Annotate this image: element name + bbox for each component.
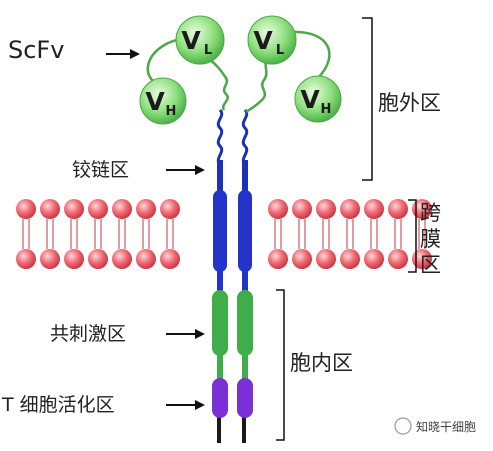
left-vh-letter: V xyxy=(145,87,165,116)
lipid-head-bead xyxy=(112,199,132,219)
right-vl-stalk-linker xyxy=(245,57,270,114)
lipid-head-bead xyxy=(364,199,384,219)
lipid-head-bead xyxy=(88,199,108,219)
scfv-arrow xyxy=(106,49,140,59)
lipid-head-bead xyxy=(88,249,108,269)
t-cell-activation-arrow xyxy=(166,400,205,410)
transmembrane-label-1: 跨 xyxy=(420,201,441,225)
lipid-head-bead xyxy=(316,199,336,219)
lipid-head-bead xyxy=(160,249,180,269)
right-hinge-wavy-linker xyxy=(241,108,249,166)
t-cell-activation-label: T 细胞活化区 xyxy=(1,394,115,416)
hinge-label: 铰链区 xyxy=(72,159,129,181)
lipid-head-bead xyxy=(388,199,408,219)
right-activation-domain xyxy=(237,378,253,418)
lipid-head-bead xyxy=(340,249,360,269)
right-hinge-stalk xyxy=(242,160,248,194)
right-tm-to-costim-link xyxy=(242,270,248,292)
intracellular-label: 胞内区 xyxy=(290,351,353,375)
right-transmembrane-domain xyxy=(238,190,252,272)
lipid-head-bead xyxy=(160,199,180,219)
extracellular-bracket xyxy=(362,17,373,181)
hinge-arrow xyxy=(166,165,205,175)
watermark-text: 知晓干细胞 xyxy=(416,420,476,434)
lipid-head-bead xyxy=(364,249,384,269)
extracellular-label: 胞外区 xyxy=(378,91,441,115)
left-vl-letter: V xyxy=(181,26,201,55)
left-vl-subscript: L xyxy=(204,43,212,58)
transmembrane-label-2: 膜 xyxy=(420,227,441,251)
right-vl-domain: V L xyxy=(247,15,297,65)
lipid-head-bead xyxy=(412,249,432,269)
transmembrane-bracket xyxy=(408,199,417,273)
left-costimulatory-domain xyxy=(212,290,228,356)
left-vl-domain: V L xyxy=(175,15,225,65)
left-tm-to-costim-link xyxy=(217,270,223,292)
left-activation-domain xyxy=(212,378,228,418)
costimulatory-arrow xyxy=(166,329,205,339)
left-vh-subscript: H xyxy=(166,104,177,119)
lipid-head-bead xyxy=(388,249,408,269)
right-car-chain xyxy=(237,108,253,418)
left-chain-tail xyxy=(217,415,221,443)
lipid-head-bead xyxy=(412,199,432,219)
left-costim-to-activation-link xyxy=(217,354,223,380)
right-vl-vh-linker xyxy=(289,30,331,79)
lipid-head-bead xyxy=(268,199,288,219)
right-vl-subscript: L xyxy=(276,43,284,58)
watermark: 知晓干细胞 xyxy=(394,417,476,435)
left-transmembrane-domain xyxy=(213,190,227,272)
lipid-head-bead xyxy=(16,249,36,269)
lipid-head-bead xyxy=(340,199,360,219)
left-hinge-stalk xyxy=(217,160,223,194)
lipid-head-bead xyxy=(64,199,84,219)
intracellular-bracket xyxy=(276,289,285,441)
right-costimulatory-domain xyxy=(237,290,253,356)
lipid-head-bead xyxy=(40,199,60,219)
left-car-chain xyxy=(212,108,228,418)
right-vl-letter: V xyxy=(253,26,273,55)
transmembrane-label-3: 区 xyxy=(420,253,441,277)
lipid-head-bead xyxy=(64,249,84,269)
lipid-head-bead xyxy=(292,249,312,269)
lipid-head-bead xyxy=(292,199,312,219)
right-costim-to-activation-link xyxy=(242,354,248,380)
lipid-head-bead xyxy=(40,249,60,269)
scfv-label: ScFv xyxy=(8,36,64,64)
right-vh-letter: V xyxy=(300,85,320,114)
lipid-head-bead xyxy=(316,249,336,269)
costimulatory-label: 共刺激区 xyxy=(50,323,126,345)
right-chain-tail xyxy=(242,415,246,443)
lipid-head-bead xyxy=(268,249,288,269)
left-hinge-wavy-linker xyxy=(216,108,224,166)
cell-membrane xyxy=(16,199,432,269)
lipid-head-bead xyxy=(16,199,36,219)
lipid-head-bead xyxy=(136,249,156,269)
left-vh-domain: V H xyxy=(139,77,187,125)
lipid-head-bead xyxy=(136,199,156,219)
lipid-head-bead xyxy=(112,249,132,269)
left-vl-stalk-linker xyxy=(207,57,229,111)
right-vh-subscript: H xyxy=(321,102,332,117)
watermark-logo-icon xyxy=(394,417,412,435)
right-vh-domain: V H xyxy=(294,75,342,123)
